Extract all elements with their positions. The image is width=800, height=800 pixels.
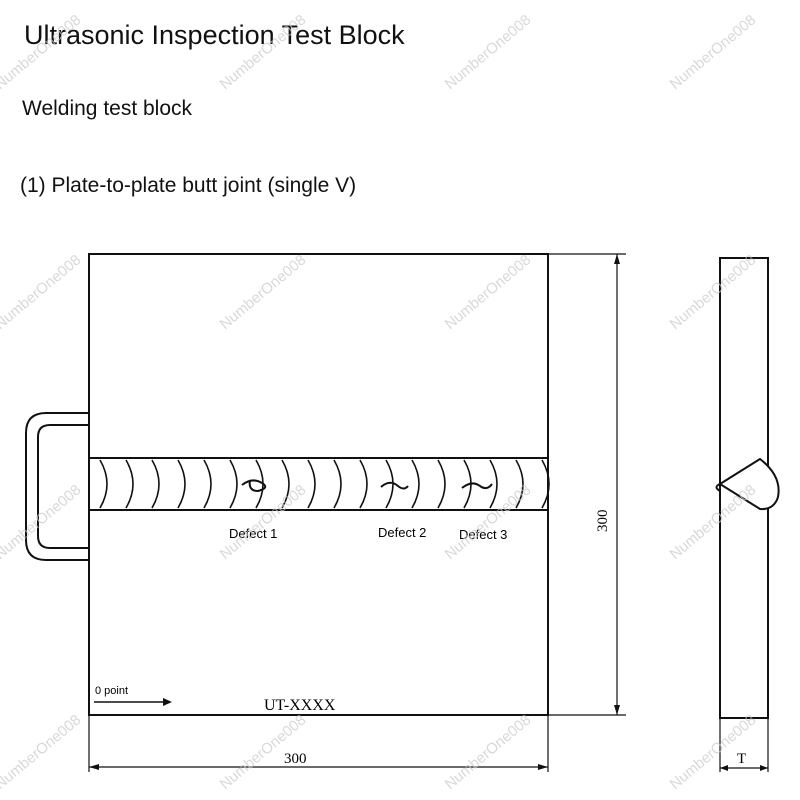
weld-ripple xyxy=(333,459,342,509)
page-title: Ultrasonic Inspection Test Block xyxy=(24,20,405,50)
width-dimension: 300 xyxy=(284,751,307,767)
defect-label-2: Defect 2 xyxy=(378,525,426,540)
weld-ripple xyxy=(99,459,108,509)
defect-label-3: Defect 3 xyxy=(459,527,507,542)
figure-caption: (1) Plate-to-plate butt joint (single V) xyxy=(20,174,357,197)
watermark-text: NumberOne008 xyxy=(0,11,84,93)
thickness-dim-arrow-left xyxy=(720,765,728,771)
weld-ripple xyxy=(411,459,420,509)
subtitle: Welding test block xyxy=(22,97,193,120)
watermark-text: NumberOne008 xyxy=(442,11,535,93)
weld-ripple xyxy=(151,459,160,509)
watermark-text: NumberOne008 xyxy=(667,251,760,333)
weld-ripple xyxy=(307,459,316,509)
weld-ripple xyxy=(281,459,290,509)
watermark-text: NumberOne008 xyxy=(442,251,535,333)
weld-ripple xyxy=(177,459,186,509)
defect-label-1: Defect 1 xyxy=(229,526,277,541)
weld-ripple xyxy=(125,459,134,509)
zero-point-label: 0 point xyxy=(95,685,128,697)
height-dim-arrow-top xyxy=(614,254,620,264)
weld-ripple xyxy=(489,459,498,509)
watermark-text: NumberOne008 xyxy=(217,251,310,333)
watermark-text: NumberOne008 xyxy=(442,711,535,793)
thickness-dim-arrow-right xyxy=(760,765,768,771)
weld-ripple xyxy=(359,459,368,509)
width-dim-arrow-left xyxy=(89,764,99,770)
weld-ripple xyxy=(437,459,446,509)
defect-mark-3 xyxy=(461,482,493,490)
side-view-weld-profile xyxy=(718,457,780,511)
watermark-text: NumberOne008 xyxy=(217,11,310,93)
side-view-weld-root xyxy=(715,483,721,492)
width-dim-arrow-right xyxy=(538,764,548,770)
plate-marking: UT-XXXX xyxy=(264,697,336,714)
weld-ripple xyxy=(515,459,524,509)
zero-point-arrow-head xyxy=(163,698,172,706)
watermark-text: NumberOne008 xyxy=(667,481,760,563)
weld-seam xyxy=(88,457,549,511)
watermark-text: NumberOne008 xyxy=(0,251,84,333)
height-dim-arrow-bottom xyxy=(614,705,620,715)
defect-mark-1 xyxy=(241,479,267,493)
thickness-dimension: T xyxy=(737,751,746,767)
height-dimension: 300 xyxy=(595,510,611,533)
weld-ripples xyxy=(99,459,550,509)
watermark-text: NumberOne008 xyxy=(0,481,84,563)
weld-ripple xyxy=(229,459,238,509)
plate-handle-inner xyxy=(37,424,89,549)
defect-mark-2 xyxy=(380,481,409,490)
plate-handle xyxy=(25,412,89,561)
watermark-text: NumberOne008 xyxy=(667,11,760,93)
weld-ripple xyxy=(541,459,550,509)
weld-ripple xyxy=(203,459,212,509)
watermark-text: NumberOne008 xyxy=(0,711,84,793)
